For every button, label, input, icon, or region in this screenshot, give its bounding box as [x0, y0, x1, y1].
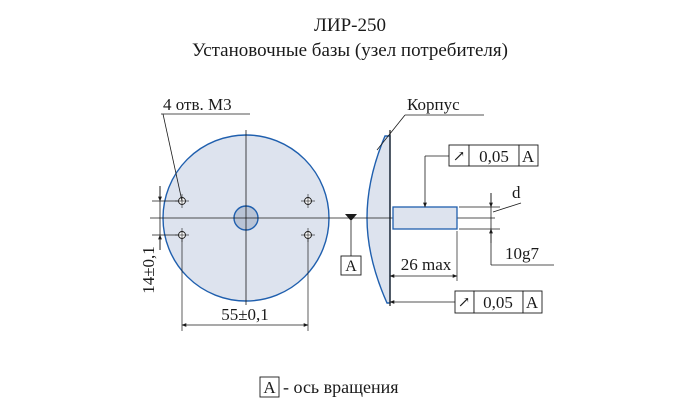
mounting-hole: [301, 194, 315, 208]
holes-callout-label: 4 отв. М3: [163, 95, 232, 114]
dim-horizontal-label: 55±0,1: [221, 305, 269, 324]
shaft-fit-label: 10g7: [505, 244, 540, 263]
side-view: Корпус A 26 max d 10g7 ↗ 0,05 A: [340, 95, 554, 314]
legend: A - ось вращения: [259, 376, 399, 398]
tolerance-frame-top: ↗ 0,05 A: [423, 144, 539, 208]
tolerance-frame-bottom: ↗ 0,05 A: [389, 290, 543, 314]
legend-text: - ось вращения: [283, 377, 399, 397]
runout-symbol-icon: ↗: [453, 149, 466, 165]
tolerance-top-value: 0,05: [479, 147, 509, 166]
runout-symbol-icon: ↗: [458, 295, 471, 311]
shaft-diameter-label: d: [512, 183, 521, 202]
legend-datum-label: A: [263, 378, 276, 397]
legend-datum-box: [259, 376, 280, 398]
housing-body: [366, 135, 391, 304]
tolerance-bottom-datum: A: [526, 293, 539, 312]
datum-box-label: A: [345, 258, 357, 275]
shaft-diameter-leader: [492, 202, 522, 213]
datum-box: [340, 255, 362, 276]
mounting-hole: [301, 228, 315, 242]
shaft-length-label: 26 max: [401, 255, 452, 274]
drawing-title: ЛИР-250: [314, 15, 386, 36]
holes-callout-leader: [162, 113, 183, 202]
housing-callout-leader: [376, 114, 406, 151]
drawing-subtitle: Установочные базы (узел потребителя): [192, 40, 508, 61]
dim-vertical-label: 14±0,1: [139, 246, 158, 294]
datum-triangle: [345, 214, 357, 221]
front-view: 4 отв. М3 14±0,1 55±0,1: [139, 95, 350, 331]
tolerance-bottom-value: 0,05: [483, 293, 513, 312]
shaft: [392, 206, 458, 230]
housing-callout-label: Корпус: [407, 95, 460, 114]
tolerance-top-datum: A: [522, 147, 535, 166]
